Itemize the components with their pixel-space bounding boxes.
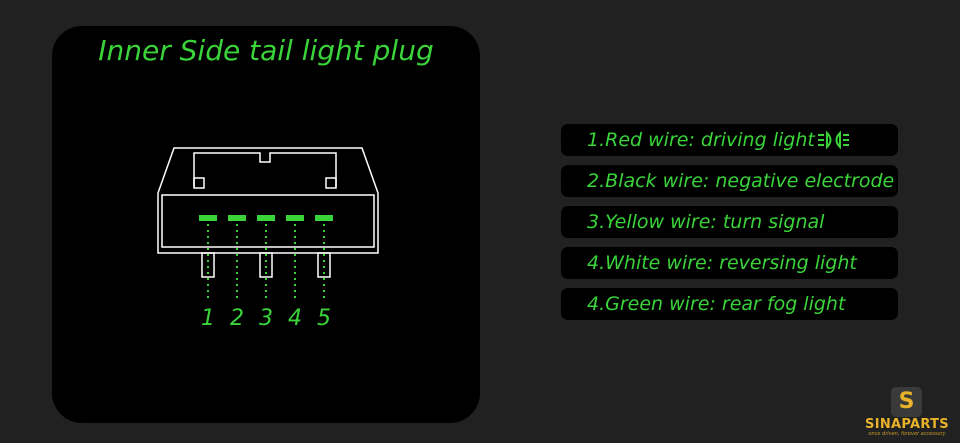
tab-right: [317, 252, 331, 278]
pin-contacts: [199, 215, 333, 221]
wire-item-text: 3.Yellow wire: turn signal: [587, 211, 825, 233]
brand-badge-icon: S: [891, 387, 922, 417]
wire-item-red: 1.Red wire: driving light: [561, 124, 898, 156]
diagram-title: Inner Side tail light plug: [98, 34, 434, 67]
pin-contact-4: [286, 215, 304, 221]
plug-connector-drawing: [157, 147, 379, 302]
pin-leads: [207, 224, 325, 302]
pin-contact-3: [257, 215, 275, 221]
wire-item-text: 1.Red wire: driving light: [587, 129, 815, 151]
brand-tagline: once driven, forever accessory: [868, 431, 946, 437]
pin-number-1: 1: [201, 306, 215, 331]
pin-number-2: 2: [230, 306, 244, 331]
connector-body: [161, 194, 375, 248]
connector-latch-outline: [193, 152, 337, 187]
pin-number-5: 5: [317, 306, 331, 331]
wire-item-yellow: 3.Yellow wire: turn signal: [561, 206, 898, 238]
driving-light-icon: [818, 130, 849, 150]
pin-contact-5: [315, 215, 333, 221]
tab-center: [259, 252, 273, 278]
wire-item-text: 4.White wire: reversing light: [587, 252, 857, 274]
brand-name: SINAPARTS: [865, 417, 949, 432]
wire-item-black: 2.Black wire: negative electrode: [561, 165, 898, 197]
plug-diagram-panel: Inner Side tail light plug 1 2: [52, 26, 480, 423]
wire-item-text: 4.Green wire: rear fog light: [587, 293, 846, 315]
wire-legend: 1.Red wire: driving light 2.Black wire: …: [561, 124, 898, 329]
right-clip: [325, 177, 337, 189]
left-clip: [193, 177, 205, 189]
pin-number-3: 3: [259, 306, 273, 331]
wire-item-white: 4.White wire: reversing light: [561, 247, 898, 279]
pin-contact-2: [228, 215, 246, 221]
pin-contact-1: [199, 215, 217, 221]
wire-item-green: 4.Green wire: rear fog light: [561, 288, 898, 320]
tab-left: [201, 252, 215, 278]
wire-item-text: 2.Black wire: negative electrode: [587, 170, 895, 192]
brand-logo: S SINAPARTS once driven, forever accesso…: [862, 386, 952, 438]
brand-mark: S: [898, 389, 915, 414]
pin-number-4: 4: [288, 306, 302, 331]
connector-housing: [157, 147, 379, 254]
